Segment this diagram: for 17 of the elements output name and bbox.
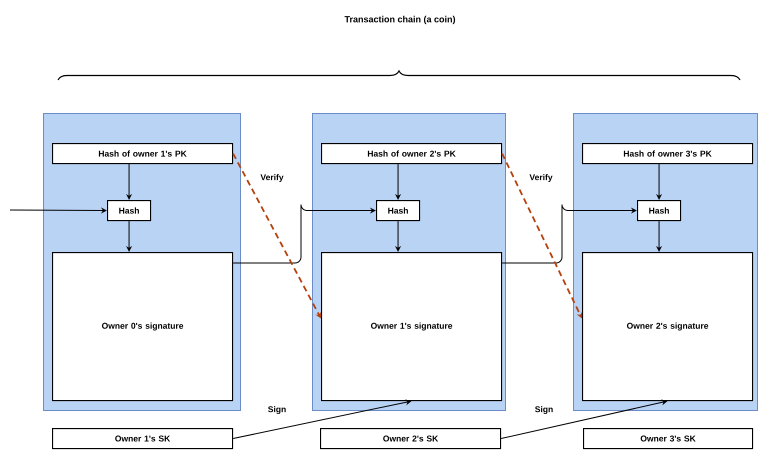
title: Transaction chain (a coin) <box>344 16 456 24</box>
secret-key-box: Owner 3's SK <box>583 428 754 450</box>
key-hash-box: Hash of owner 1's PK <box>52 142 234 164</box>
hash-box: Hash <box>637 200 682 222</box>
signature-box: Owner 2's signature <box>582 252 754 402</box>
signature-box: Owner 0's signature <box>52 252 234 402</box>
secret-key-box: Owner 1's SK <box>52 428 234 450</box>
edge-label: Sign <box>534 405 554 415</box>
hash-box: Hash <box>376 200 420 222</box>
edge-label: Verify <box>528 173 554 183</box>
secret-key-box: Owner 2's SK <box>320 428 502 450</box>
edge-label: Verify <box>259 173 285 183</box>
key-hash-box: Hash of owner 3's PK <box>582 142 754 164</box>
key-hash-box: Hash of owner 2's PK <box>321 142 502 164</box>
edge-label: Sign <box>266 405 288 415</box>
signature-box: Owner 1's signature <box>321 252 502 402</box>
hash-box: Hash <box>107 200 152 222</box>
